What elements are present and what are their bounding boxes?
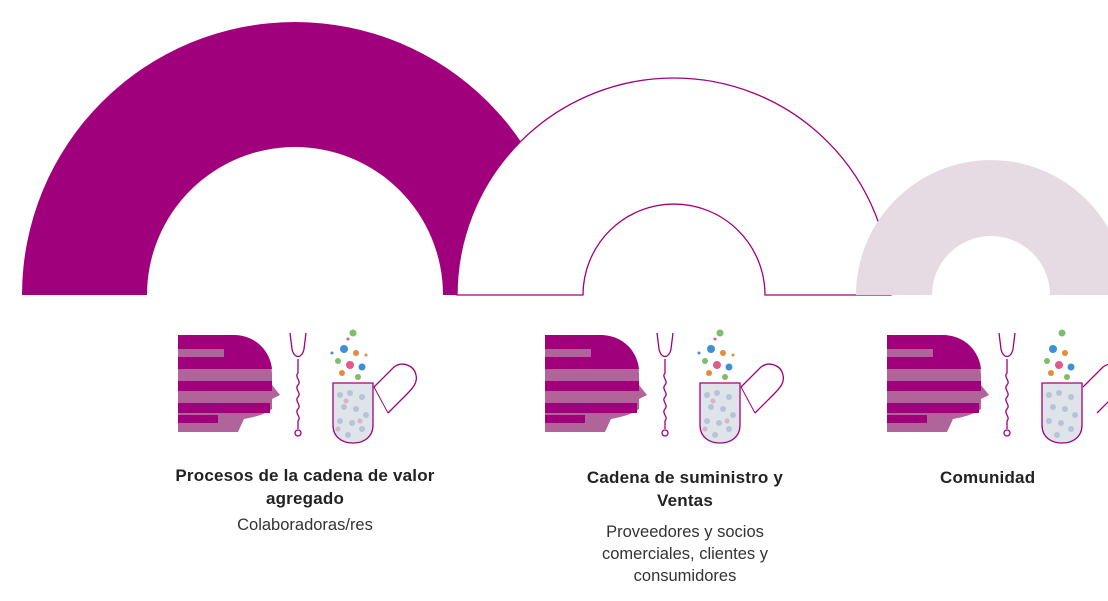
profile-head-icon <box>887 335 989 432</box>
caption-title: Cadena de suministro y Ventas <box>586 468 784 510</box>
icon-group-3 <box>887 325 1108 445</box>
profile-head-icon <box>545 335 647 432</box>
caption-community: Comunidad <box>920 382 1108 489</box>
arc-supply-chain <box>456 77 892 296</box>
icon-group-1 <box>178 325 448 445</box>
arc-value-chain <box>22 22 568 295</box>
profile-head-icon <box>178 335 280 432</box>
caption-title: Procesos de la cadena de valor agregado <box>175 466 435 508</box>
caption-value-chain: Procesos de la cadena de valor agregado … <box>160 382 450 536</box>
caption-title: Comunidad <box>940 468 1036 487</box>
caption-subtitle: Proveedores y socios comerciales, client… <box>602 523 768 585</box>
arc-community <box>856 160 1108 295</box>
stethoscope-icon <box>656 332 674 437</box>
stethoscope-icon <box>998 332 1016 437</box>
pill-capsule-icon <box>697 329 785 444</box>
stethoscope-icon <box>289 332 307 437</box>
caption-supply-chain: Cadena de suministro y Ventas Proveedore… <box>560 382 810 587</box>
icon-group-2 <box>545 325 815 445</box>
pill-capsule-icon <box>330 329 418 444</box>
caption-subtitle: Colaboradoras/res <box>237 516 373 534</box>
pill-capsule-icon <box>1041 329 1108 444</box>
